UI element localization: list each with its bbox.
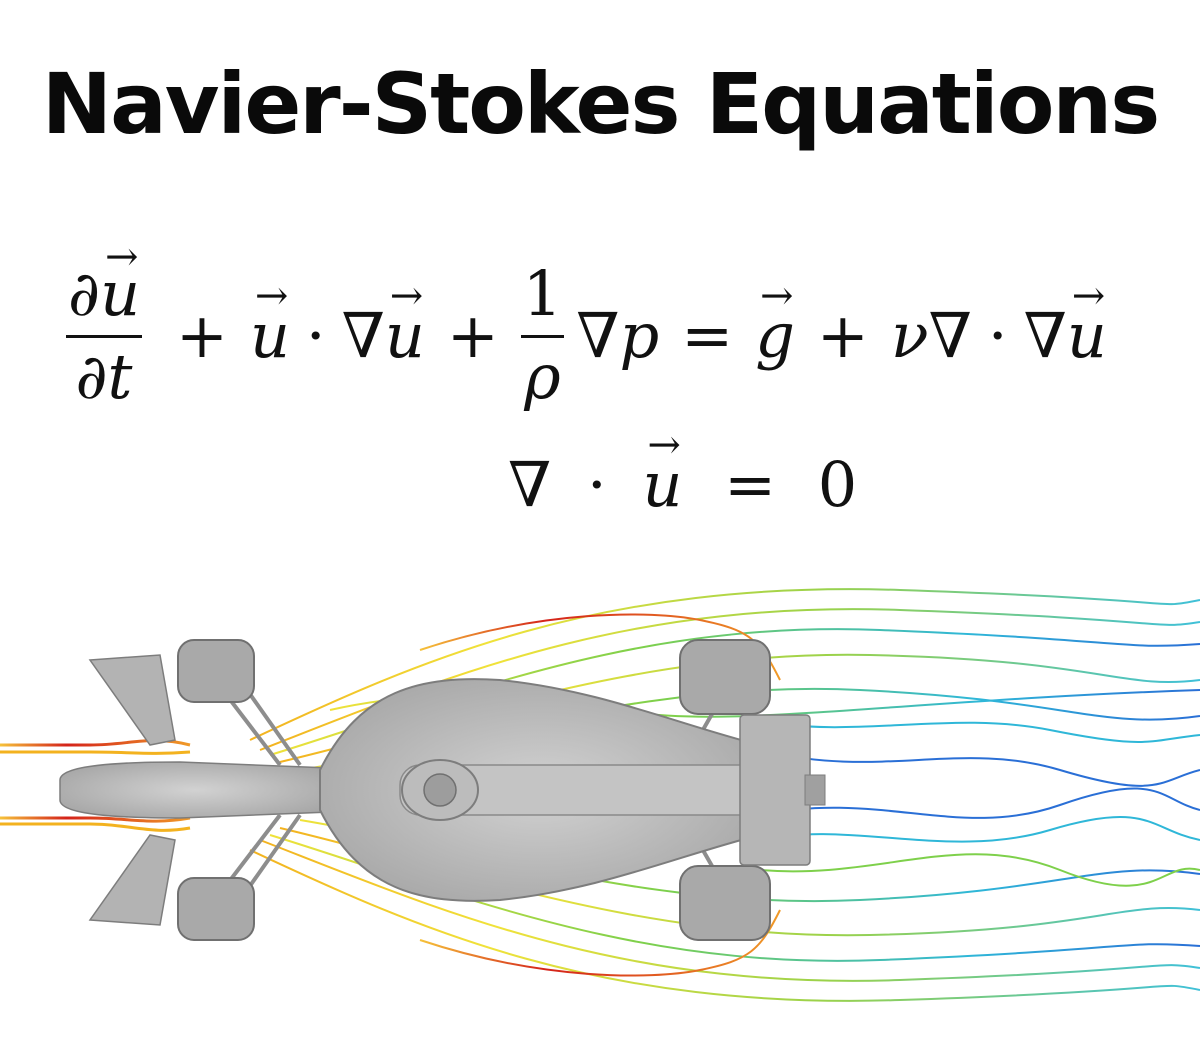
streamlines-inflow [0,739,191,832]
f1-car-streamline-illustration [0,588,1200,1002]
velocity-vector: u [250,299,290,372]
page-title: Navier-Stokes Equations [41,55,1160,153]
time-derivative-fraction: ∂u ∂t [66,262,142,408]
gravity-vector: g [755,299,795,372]
momentum-equation: ∂u ∂t + u · ∇u + 1 ρ ∇p = g + ν∇ · ∇u [66,250,1156,420]
f1-car-top-view-icon [59,639,826,941]
continuity-equation: ∇ · u = 0 [508,448,857,521]
inverse-density-fraction: 1 ρ [520,256,565,413]
